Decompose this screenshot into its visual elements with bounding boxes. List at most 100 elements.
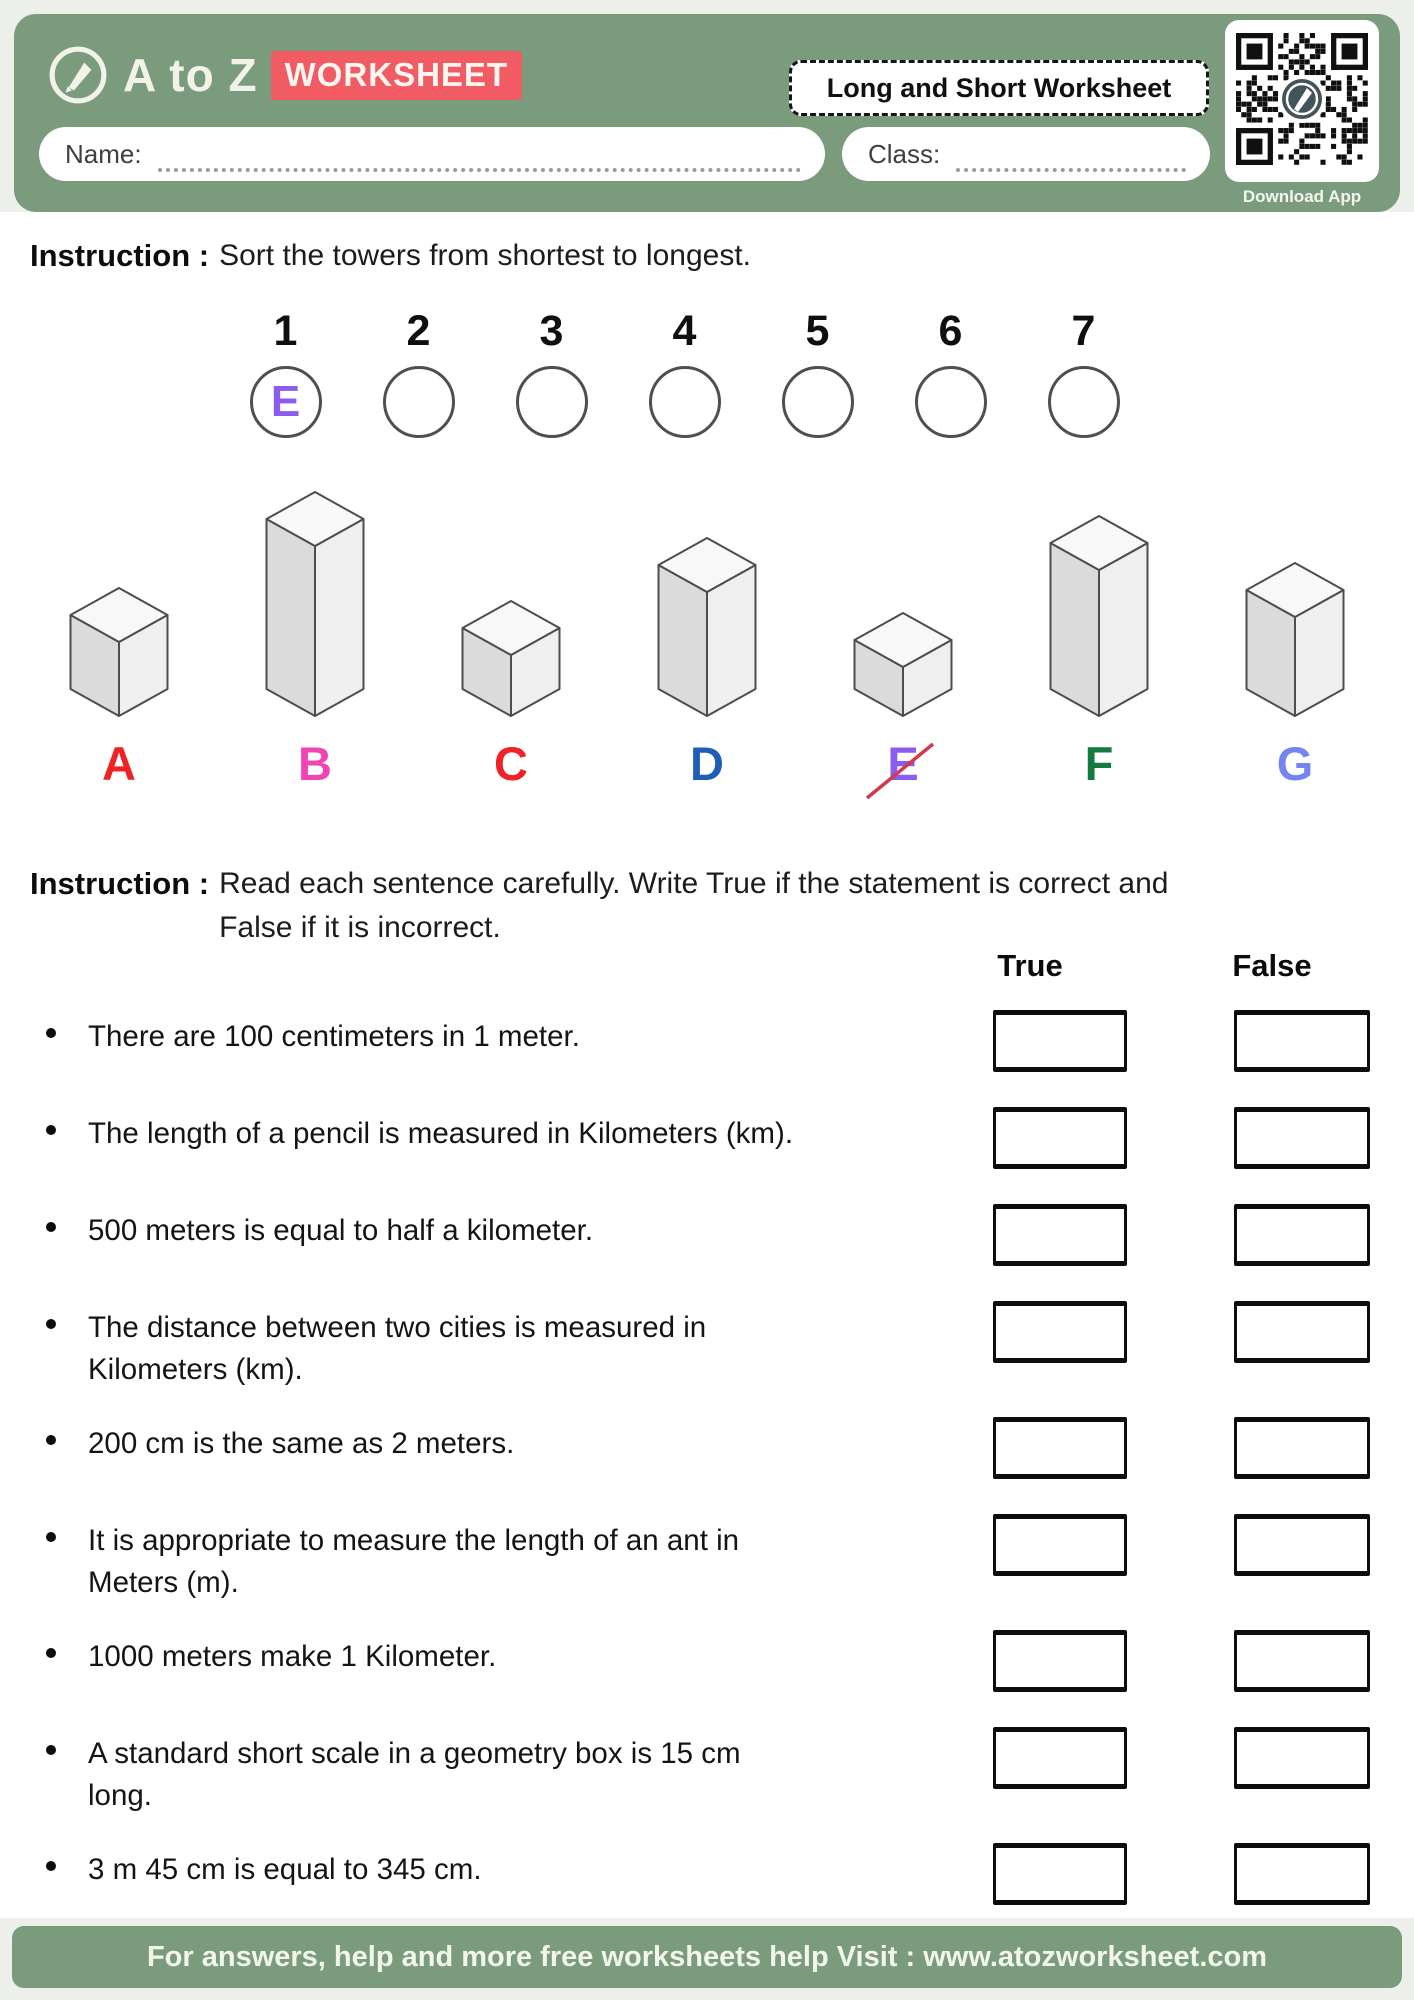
tower-label-A: A (102, 737, 136, 790)
sort-cell-7: 7 (1017, 306, 1150, 438)
true-checkbox-3[interactable] (993, 1204, 1127, 1266)
true-checkbox-4[interactable] (993, 1301, 1127, 1363)
header: A to Z WORKSHEET Long and Short Workshee… (14, 14, 1400, 212)
qr-code (1225, 20, 1379, 182)
tower-A: A (69, 587, 169, 790)
answer-circle-6[interactable] (914, 366, 987, 438)
bullet-icon (46, 1222, 56, 1232)
name-field[interactable]: Name: (39, 127, 825, 181)
question-text-4: The distance between two cities is measu… (88, 1311, 707, 1386)
tower-F: F (1049, 515, 1149, 790)
bullet-icon (46, 1125, 56, 1135)
true-checkbox-9[interactable] (993, 1843, 1127, 1905)
false-checkbox-4[interactable] (1234, 1301, 1370, 1363)
false-checkbox-3[interactable] (1234, 1204, 1370, 1266)
true-checkbox-1[interactable] (993, 1010, 1127, 1072)
answer-circle-7[interactable] (1047, 366, 1120, 438)
question-text-2: The length of a pencil is measured in Ki… (88, 1117, 794, 1150)
footer: For answers, help and more free workshee… (12, 1926, 1402, 1988)
true-checkbox-6[interactable] (993, 1514, 1127, 1576)
tower-label-E: E (887, 737, 918, 790)
sort-number-1: 1 (273, 307, 298, 355)
sort-number-3: 3 (539, 307, 564, 355)
towers-figure: A B C D E F G (69, 491, 1345, 800)
bullet-icon (46, 1028, 56, 1038)
footer-text: For answers, help and more free workshee… (146, 1940, 1268, 1973)
sort-number-6: 6 (938, 307, 963, 355)
question-text-1: There are 100 centimeters in 1 meter. (88, 1020, 580, 1053)
bullet-icon (46, 1648, 56, 1658)
false-checkbox-8[interactable] (1234, 1727, 1370, 1789)
column-header-true: True (997, 948, 1063, 983)
question-row-2: The length of a pencil is measured in Ki… (30, 1107, 1384, 1169)
sort-cell-4: 4 (618, 306, 751, 438)
class-input-line[interactable] (956, 152, 1186, 172)
question-text-8: A standard short scale in a geometry box… (88, 1737, 741, 1812)
name-input-line[interactable] (157, 152, 801, 172)
question-row-3: 500 meters is equal to half a kilometer. (30, 1204, 1384, 1266)
sort-number-5: 5 (805, 307, 830, 355)
class-label: Class: (868, 138, 941, 169)
sort-cell-2: 2 (352, 306, 485, 438)
class-field[interactable]: Class: (842, 127, 1210, 181)
bullet-icon (46, 1532, 56, 1542)
true-checkbox-2[interactable] (993, 1107, 1127, 1169)
sort-number-7: 7 (1071, 307, 1096, 355)
bullet-icon (46, 1745, 56, 1755)
instruction-2-label: Instruction : (30, 866, 210, 901)
bullet-icon (46, 1861, 56, 1871)
false-checkbox-6[interactable] (1234, 1514, 1370, 1576)
question-row-7: 1000 meters make 1 Kilometer. (30, 1630, 1384, 1692)
tower-label-G: G (1277, 737, 1314, 790)
question-row-6: It is appropriate to measure the length … (30, 1514, 1384, 1604)
instruction-1-text: Sort the towers from shortest to longest… (219, 239, 752, 272)
tower-label-C: C (494, 737, 528, 790)
answer-circle-1[interactable]: E (249, 366, 322, 438)
question-text-3: 500 meters is equal to half a kilometer. (88, 1214, 594, 1247)
worksheet-title-box: Long and Short Worksheet (789, 60, 1209, 116)
question-row-5: 200 cm is the same as 2 meters. (30, 1417, 1384, 1479)
bullet-icon (46, 1319, 56, 1329)
answer-circle-3[interactable] (515, 366, 588, 438)
false-checkbox-2[interactable] (1234, 1107, 1370, 1169)
false-checkbox-9[interactable] (1234, 1843, 1370, 1905)
false-checkbox-7[interactable] (1234, 1630, 1370, 1692)
question-list: There are 100 centimeters in 1 meter. The… (30, 1010, 1384, 1940)
question-text-6: It is appropriate to measure the length … (88, 1524, 740, 1599)
question-text-7: 1000 meters make 1 Kilometer. (88, 1640, 497, 1673)
sort-number-2: 2 (406, 307, 431, 355)
instruction-1: Instruction : Sort the towers from short… (30, 234, 751, 278)
question-row-9: 3 m 45 cm is equal to 345 cm. (30, 1843, 1384, 1905)
true-checkbox-8[interactable] (993, 1727, 1127, 1789)
question-row-4: The distance between two cities is measu… (30, 1301, 1384, 1391)
false-checkbox-1[interactable] (1234, 1010, 1370, 1072)
tower-D: D (657, 537, 757, 790)
true-checkbox-5[interactable] (993, 1417, 1127, 1479)
question-text-5: 200 cm is the same as 2 meters. (88, 1427, 515, 1460)
worksheet-title: Long and Short Worksheet (826, 72, 1172, 103)
false-checkbox-5[interactable] (1234, 1417, 1370, 1479)
question-row-8: A standard short scale in a geometry box… (30, 1727, 1384, 1817)
true-checkbox-7[interactable] (993, 1630, 1127, 1692)
tower-label-F: F (1085, 737, 1114, 790)
strikethrough-line (865, 742, 935, 800)
question-text-9: 3 m 45 cm is equal to 345 cm. (88, 1853, 482, 1886)
instruction-2: Instruction : Read each sentence careful… (30, 862, 1370, 950)
sort-cell-6: 6 (884, 306, 1017, 438)
brand-badge: WORKSHEET (270, 50, 523, 100)
answer-circle-4[interactable] (648, 366, 721, 438)
brand: A to Z WORKSHEET (47, 44, 523, 106)
tower-label-B: B (298, 737, 332, 790)
brand-name: A to Z (123, 49, 258, 101)
instruction-2-text: Read each sentence carefully. Write True… (219, 867, 1169, 944)
instruction-1-label: Instruction : (30, 238, 210, 273)
sort-cell-3: 3 (485, 306, 618, 438)
answer-circle-2[interactable] (382, 366, 455, 438)
column-header-false: False (1232, 948, 1312, 983)
sort-number-4: 4 (672, 307, 697, 355)
tower-G: G (1245, 562, 1345, 790)
answer-circle-5[interactable] (781, 366, 854, 438)
pen-logo-icon (49, 46, 107, 104)
